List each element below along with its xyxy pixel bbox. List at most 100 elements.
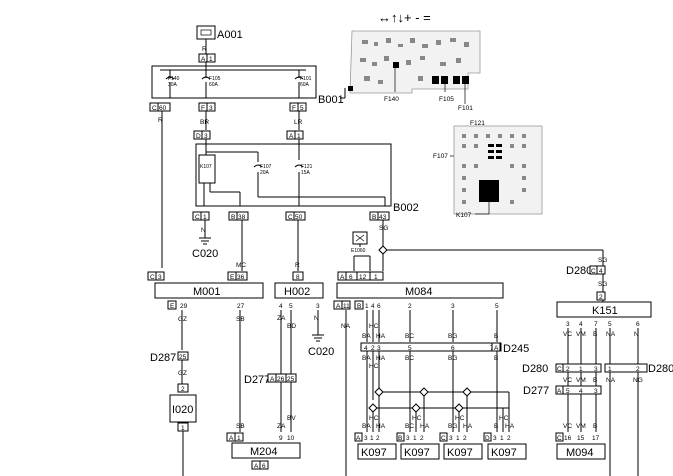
direction-arrows-icon: ↔↑↓+ - = xyxy=(378,10,431,25)
wire-sg-k151: SG xyxy=(598,281,607,288)
fuse-f140-icon xyxy=(165,76,175,80)
fuse-f105-amps: 60A xyxy=(209,82,219,88)
wire-ba-1: BA xyxy=(362,333,371,340)
wire-hc-2: HC xyxy=(369,363,379,370)
a001-component: A001 R A 1 xyxy=(196,25,243,66)
wire-b-2: B xyxy=(494,355,498,362)
pin-9-m204: 9 xyxy=(279,435,283,442)
pin-2-k097-4: 2 xyxy=(507,435,511,442)
pin-4-m084-b: 4 xyxy=(371,303,375,310)
conn-c2-b002: C xyxy=(288,214,293,221)
wire-za-bottom: ZA xyxy=(277,423,286,430)
pin-1-m204: 1 xyxy=(237,435,241,442)
wire-sg-d280: SG xyxy=(598,257,607,264)
pin-3-m084-b: 3 xyxy=(451,303,455,310)
fuse-f107-icon xyxy=(253,164,263,168)
pin-27-m001: 27 xyxy=(237,303,245,310)
splice-2-icon xyxy=(419,387,429,397)
wire-sg-b002: SG xyxy=(379,225,388,232)
pin-36-m001: 36 xyxy=(237,274,245,281)
conn-a-k097-1: A xyxy=(356,435,361,442)
module-m001 xyxy=(154,282,264,299)
pin-11-m084: 11 xyxy=(343,303,350,310)
conn-a-m084-bottom: A xyxy=(336,303,341,310)
d245-connector: 4 2 3 5 6 7 A D245 xyxy=(360,342,529,355)
conn-a-m204-bottom: A xyxy=(254,463,259,470)
wire-n-c020-right: N xyxy=(314,315,319,322)
module-m084-label: M084 xyxy=(405,286,433,298)
b002-label: B002 xyxy=(393,202,419,214)
pin-1-a001: 1 xyxy=(209,56,213,63)
wire-bc-k2: BC xyxy=(405,423,414,430)
d287-connector: D287 25 GZ 2 xyxy=(150,351,189,393)
conn-a-a001: A xyxy=(201,56,206,63)
conn-a-m084: A xyxy=(340,274,345,281)
b001-connectors: C 60 F 3 F 5 xyxy=(149,102,307,112)
pin-26-d277: 26 xyxy=(277,376,285,383)
fuse-f140-amps: 30A xyxy=(168,82,178,88)
d245-label: D245 xyxy=(503,343,529,355)
d277-label-right: D277 xyxy=(523,385,549,397)
pin-5-d277: 5 xyxy=(566,388,570,395)
conn-a-b002: A xyxy=(289,133,294,140)
e1060-label: E1060 xyxy=(351,248,366,254)
pin-29-m001: 29 xyxy=(180,303,188,310)
pin-10-m204: 10 xyxy=(287,435,295,442)
module-k151 xyxy=(556,301,652,318)
wire-na-k151: NA xyxy=(606,331,616,338)
wire-bg-k3: BG xyxy=(448,423,457,430)
m204-connectors: A 1 9 10 xyxy=(226,432,295,442)
pin-1-m084-b: 1 xyxy=(365,303,369,310)
wire-ng: NG xyxy=(633,377,643,384)
pin-50-b002: 50 xyxy=(295,214,303,221)
module-m084 xyxy=(336,282,504,299)
splice-1-icon xyxy=(374,387,384,397)
pin-3-k097-2: 3 xyxy=(406,435,410,442)
pin-3-k097-3: 3 xyxy=(449,435,453,442)
conn-c-b001: C xyxy=(152,105,157,112)
pin-43-b002: 43 xyxy=(379,214,387,221)
splice-3-icon xyxy=(462,387,472,397)
m001-top-connectors: C 3 E 36 8 xyxy=(147,271,304,281)
d287-label: D287 xyxy=(150,352,176,364)
wire-bg-1: BG xyxy=(448,333,457,340)
pin-4-d245: 4 xyxy=(364,345,368,352)
pin-5-b001: 5 xyxy=(300,105,304,112)
d277-right-connector: D277 A 5 4 3 VC VM B xyxy=(523,385,602,430)
pin-2-d245: 2 xyxy=(371,345,375,352)
pin-2-d280-right: 2 xyxy=(636,366,640,373)
wire-bd: BD xyxy=(287,323,296,330)
wire-hc-k2: HC xyxy=(412,415,422,422)
fuse-f101-icon xyxy=(294,76,304,80)
pin-6-d245: 6 xyxy=(451,345,455,352)
wire-b-1: B xyxy=(494,333,498,340)
module-h002-label: H002 xyxy=(284,286,310,298)
module-m094 xyxy=(556,443,606,460)
pin-1-d280-right: 1 xyxy=(608,366,612,373)
wire-lr: LR xyxy=(294,119,303,126)
ground-c020-left: N C020 xyxy=(192,220,218,260)
wire-b-2-k151: B xyxy=(593,377,597,384)
conn-c-b002: C xyxy=(195,214,200,221)
pin-4-d280: 4 xyxy=(599,268,603,275)
pin-1-d280-mid: 1 xyxy=(579,366,583,373)
conn-e-m001-bottom: E xyxy=(170,303,175,310)
pin-8-h002: 8 xyxy=(296,274,300,281)
a001-label: A001 xyxy=(217,29,243,41)
wire-bc-2: BC xyxy=(405,355,414,362)
module-k097-3 xyxy=(443,443,483,460)
conn-c-m001: C xyxy=(150,274,155,281)
pin-16-m094: 16 xyxy=(564,435,572,442)
wire-vm-1: VM xyxy=(576,331,586,338)
pin-2-k097-1: 2 xyxy=(376,435,380,442)
conn-a-d245: A xyxy=(494,345,499,352)
illus-k107-label: K107 xyxy=(456,212,472,219)
pin-3-d277: 3 xyxy=(594,388,598,395)
module-k097-3-label: K097 xyxy=(447,447,473,459)
pin-15-m094: 15 xyxy=(577,435,585,442)
b002-input-connectors: D 3 A 1 xyxy=(193,130,304,140)
pin-2-k097-2: 2 xyxy=(420,435,424,442)
d280-label-right: D280 xyxy=(648,363,673,375)
pin-3-m001: 3 xyxy=(158,274,162,281)
module-m001-label: M001 xyxy=(193,286,221,298)
